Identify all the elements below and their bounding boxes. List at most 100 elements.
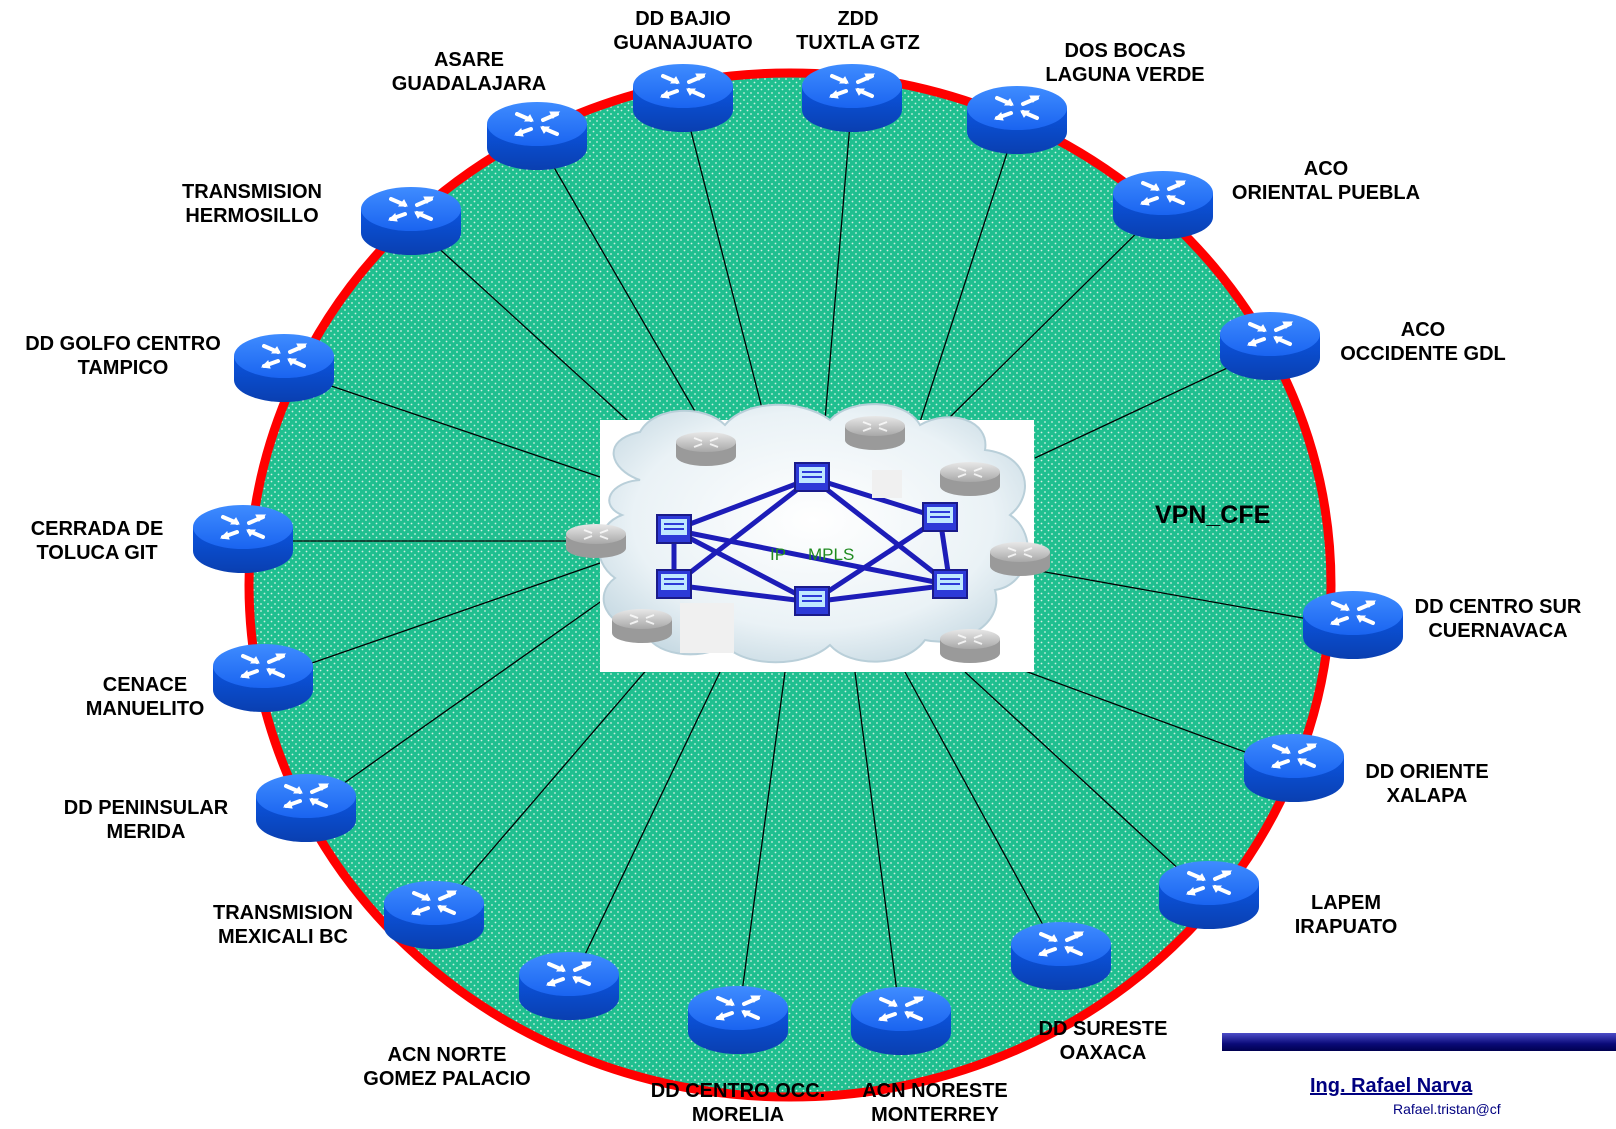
site-label-line1: TRANSMISION — [213, 902, 353, 924]
site-label-line2: GUANAJUATO — [613, 32, 752, 54]
author-link[interactable]: Ing. Rafael Narva — [1310, 1075, 1473, 1097]
site-router[interactable] — [487, 102, 587, 172]
mpls-core: IP MPLS — [566, 403, 1050, 672]
site-router[interactable] — [519, 952, 619, 1022]
spoke-line — [536, 137, 701, 421]
spoke-line — [854, 671, 902, 1024]
mpls-switch-icon — [656, 514, 692, 544]
site-label-line2: MEXICALI BC — [218, 926, 348, 948]
spoke-line — [262, 561, 604, 681]
site-router[interactable] — [1011, 922, 1111, 992]
site-label-line2: MANUELITO — [86, 698, 205, 720]
core-label-ip: IP — [770, 545, 786, 564]
site-label-line1: DD CENTRO SUR — [1415, 596, 1582, 618]
site-label-line1: ACN NORTE — [388, 1044, 507, 1066]
site-label-line2: GUADALAJARA — [392, 73, 546, 95]
site-router[interactable] — [851, 987, 951, 1057]
site-label-line2: MORELIA — [692, 1104, 784, 1126]
site-router[interactable] — [256, 774, 356, 844]
site-router[interactable] — [361, 187, 461, 257]
core-link — [672, 527, 814, 605]
site-label-line1: DD GOLFO CENTRO — [25, 333, 221, 355]
author-email: Rafael.tristan@cf — [1393, 1101, 1501, 1117]
vpn-label: VPN_CFE — [1155, 501, 1270, 529]
site-label: DD CENTRO OCC.MORELIA — [651, 1080, 825, 1126]
site-router[interactable] — [688, 986, 788, 1056]
spoke-line — [305, 599, 604, 811]
spoke-line — [944, 206, 1164, 423]
site-router[interactable] — [967, 86, 1067, 156]
site-router[interactable] — [384, 881, 484, 951]
site-router[interactable] — [1113, 171, 1213, 241]
site-router[interactable] — [1303, 591, 1403, 661]
site-label-line1: DD BAJIO — [635, 8, 731, 30]
site-router[interactable] — [213, 644, 313, 714]
spoke-links — [243, 99, 1354, 1024]
spoke-line — [1033, 569, 1354, 628]
router-icon — [851, 987, 951, 1057]
site-label-line2: TOLUCA GIT — [36, 542, 157, 564]
site-label-line2: MERIDA — [107, 821, 186, 843]
site-label-line2: MONTERREY — [871, 1104, 999, 1126]
router-icon — [234, 334, 334, 404]
router-icon — [384, 881, 484, 951]
mpls-switch-icon — [656, 569, 692, 599]
router-icon — [193, 505, 293, 575]
site-label-line2: TUXTLA GTZ — [796, 32, 920, 54]
mpls-switch-icon — [922, 502, 958, 532]
router-icon — [213, 644, 313, 714]
cloud-shape — [597, 403, 1029, 664]
router-icon — [519, 952, 619, 1022]
site-router[interactable] — [633, 64, 733, 134]
site-label-line2: IRAPUATO — [1295, 916, 1398, 938]
router-icon — [1244, 734, 1344, 804]
site-label-line1: LAPEM — [1311, 892, 1381, 914]
site-router[interactable] — [1159, 861, 1259, 931]
site-label-line1: DD SURESTE — [1039, 1018, 1168, 1040]
site-label-line1: ASARE — [434, 49, 504, 71]
router-icon — [688, 986, 788, 1056]
edge-router-icon — [940, 628, 1000, 663]
router-icon — [802, 64, 902, 134]
site-label-line1: ACN NORESTE — [862, 1080, 1008, 1102]
site-label-line1: CENACE — [103, 674, 187, 696]
site-router[interactable] — [193, 505, 293, 575]
core-link — [673, 582, 813, 605]
router-icon — [1303, 591, 1403, 661]
core-link — [810, 476, 952, 587]
router-icon — [361, 187, 461, 257]
core-panel-patch — [680, 603, 734, 653]
router-icon — [1159, 861, 1259, 931]
site-label-line1: DOS BOCAS — [1064, 40, 1185, 62]
router-icon — [1220, 312, 1320, 382]
router-icon — [1011, 922, 1111, 992]
spoke-line — [283, 369, 604, 479]
site-router[interactable] — [1220, 312, 1320, 382]
site-label-line1: DD CENTRO OCC. — [651, 1080, 825, 1102]
site-router[interactable] — [802, 64, 902, 134]
spoke-line — [682, 99, 766, 421]
core-link — [672, 476, 814, 587]
core-link — [673, 527, 951, 588]
core-link — [811, 582, 951, 605]
site-label-line2: TAMPICO — [78, 357, 169, 379]
site-label-line2: ORIENTAL PUEBLA — [1232, 182, 1420, 204]
edge-router-icon — [566, 523, 626, 558]
site-label-line2: HERMOSILLO — [185, 205, 318, 227]
edge-router-icon — [612, 608, 672, 643]
core-link — [673, 475, 813, 533]
edge-router-icon — [845, 415, 905, 450]
site-label-line2: GOMEZ PALACIO — [363, 1068, 530, 1090]
site-router[interactable] — [234, 334, 334, 404]
mpls-switch-icon — [794, 462, 830, 492]
site-router[interactable] — [1244, 734, 1344, 804]
